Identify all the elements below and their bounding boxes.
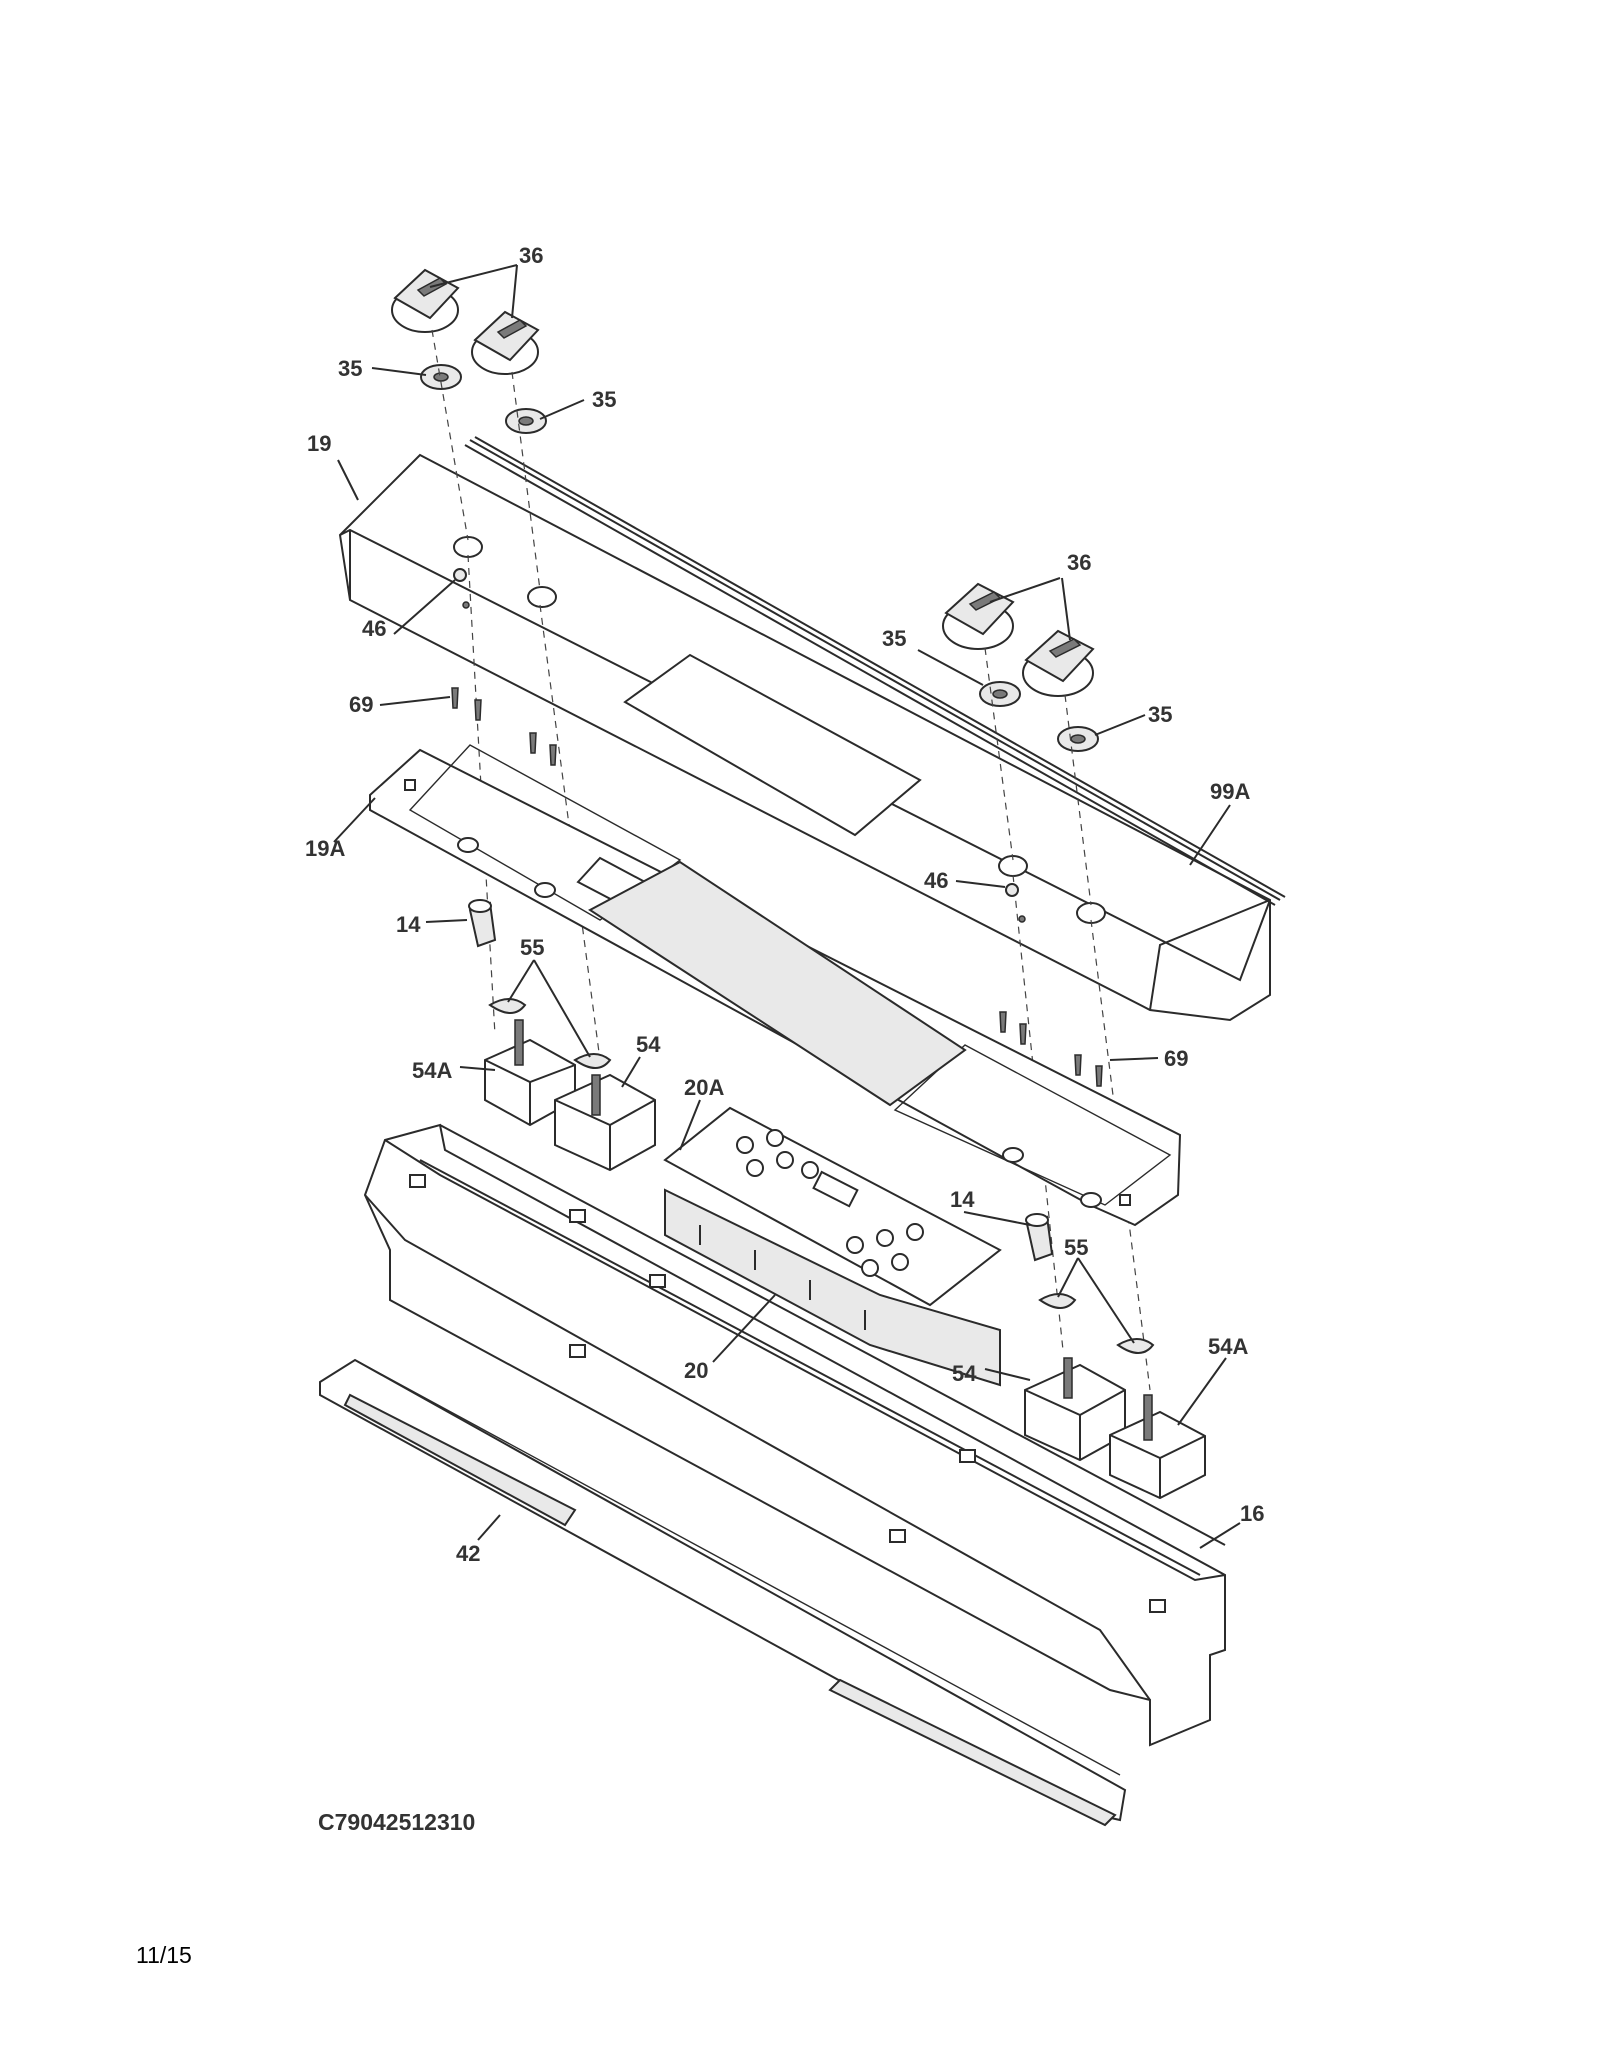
screw-69 — [451, 687, 1103, 1087]
switch-54a-right — [1109, 1394, 1206, 1500]
callout-55: 55 — [1064, 1235, 1088, 1260]
keypad-overlay-20a — [663, 1106, 1002, 1307]
knob-36-right-b — [1022, 629, 1095, 697]
spacer-55 — [488, 998, 1155, 1354]
callout-42: 42 — [456, 1541, 480, 1566]
callout-35: 35 — [592, 387, 616, 412]
callout-20: 20 — [684, 1358, 708, 1383]
callout-55: 55 — [520, 935, 544, 960]
callout-99a: 99A — [1210, 779, 1250, 804]
knob-36-right-a — [942, 582, 1015, 650]
callout-36: 36 — [519, 243, 543, 268]
callout-46: 46 — [924, 868, 948, 893]
leader-lines — [333, 264, 1241, 1549]
callout-14: 14 — [396, 912, 421, 937]
mounting-plate-19a — [369, 744, 1182, 1227]
callout-16: 16 — [1240, 1501, 1264, 1526]
callout-labels: 36 35 35 19 46 36 35 35 69 99A 19A 46 14… — [305, 243, 1264, 1566]
callout-35: 35 — [1148, 702, 1172, 727]
callout-69: 69 — [1164, 1046, 1188, 1071]
callout-35: 35 — [882, 626, 906, 651]
gasket-99a — [464, 436, 1286, 906]
page-date: 11/15 — [136, 1942, 192, 1968]
callout-36: 36 — [1067, 550, 1091, 575]
callout-35: 35 — [338, 356, 362, 381]
callout-54: 54 — [636, 1032, 661, 1057]
callout-69: 69 — [349, 692, 373, 717]
callout-19: 19 — [307, 431, 331, 456]
callout-19a: 19A — [305, 836, 345, 861]
callout-14: 14 — [950, 1187, 975, 1212]
console-body-16 — [363, 1123, 1226, 1747]
callout-54: 54 — [952, 1361, 977, 1386]
callout-54a: 54A — [412, 1058, 452, 1083]
callout-20a: 20A — [684, 1075, 724, 1100]
indicator-light-14 — [468, 899, 1054, 1262]
control-board-20 — [664, 1188, 1001, 1387]
nut-46 — [453, 568, 1019, 897]
callout-54a: 54A — [1208, 1334, 1248, 1359]
knob-36-left-b — [471, 310, 540, 375]
control-panel-19 — [338, 453, 1271, 1022]
bezel-35 — [420, 364, 1099, 752]
knob-36-left-a — [391, 268, 460, 333]
trim-42 — [319, 1358, 1127, 1827]
drawing-number: C79042512310 — [318, 1809, 475, 1835]
callout-46: 46 — [362, 616, 386, 641]
switch-54-left — [554, 1073, 656, 1172]
